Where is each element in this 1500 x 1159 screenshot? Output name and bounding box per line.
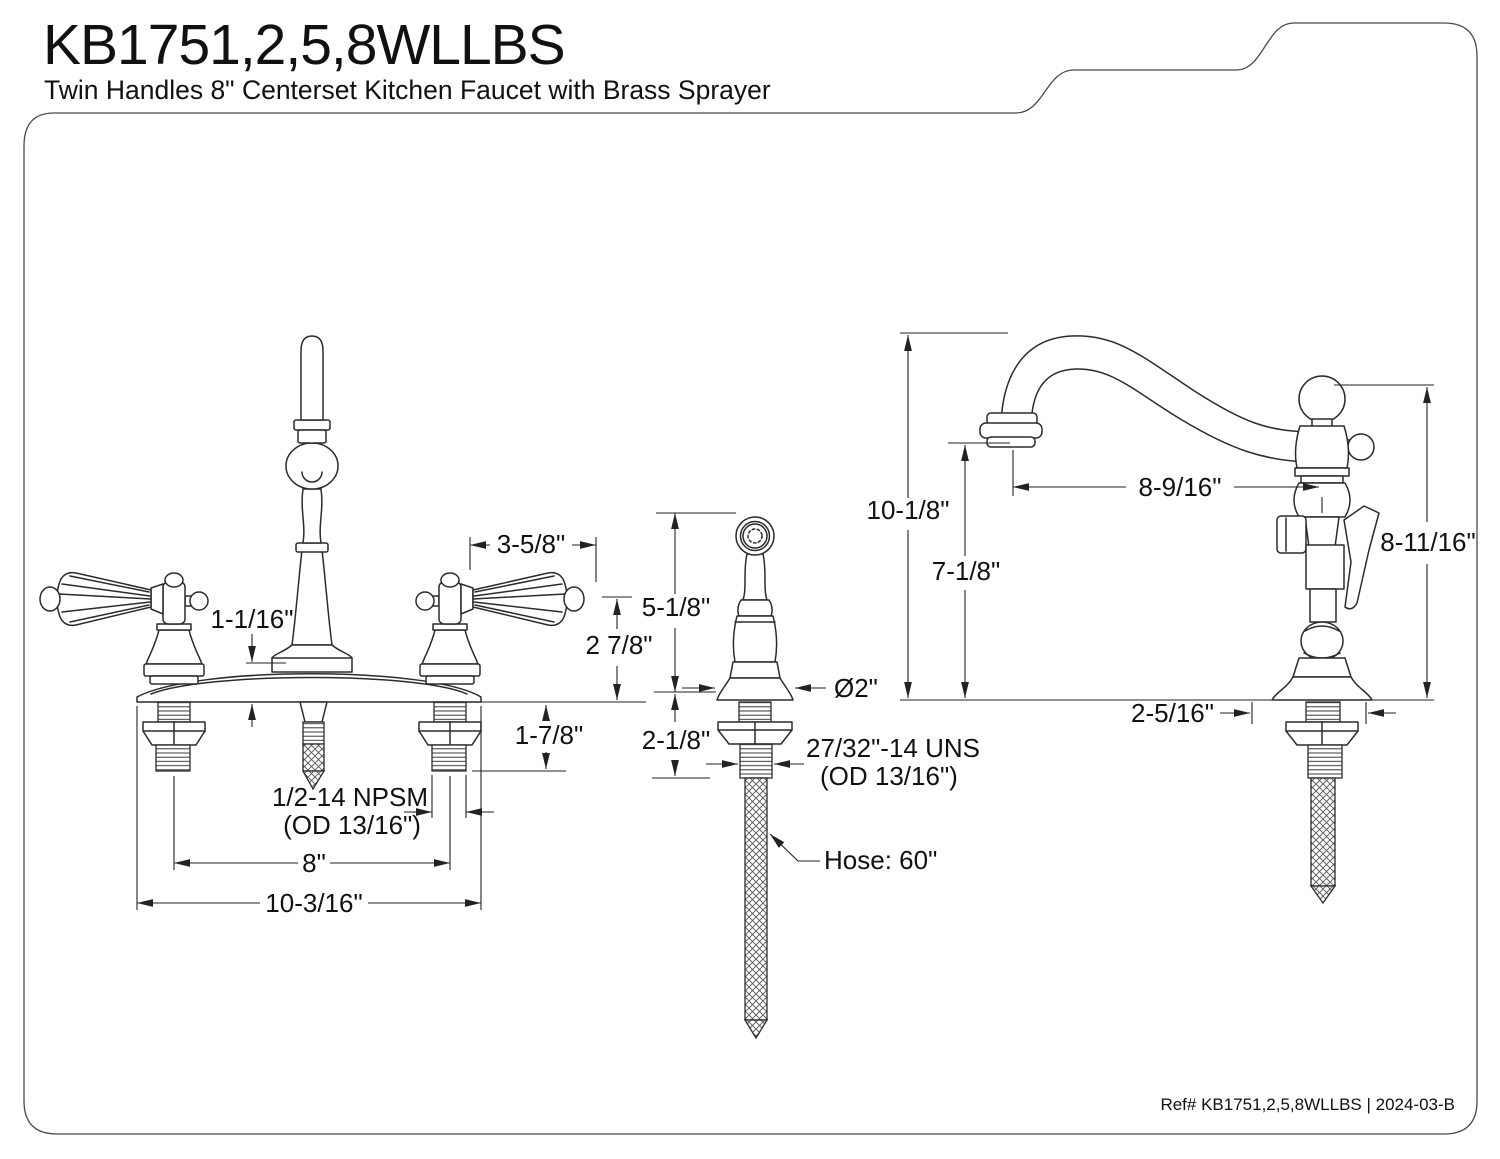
dim-hole-centers: 8" [302, 848, 326, 878]
lever-handle [39, 571, 209, 685]
sprayer-port [1276, 515, 1307, 554]
thread-spec-line2: (OD 13/16") [283, 810, 421, 840]
sprayer-hose-connector [299, 701, 328, 791]
side-view: 10-1/8" 7-1/8" 8-9/16" 8-11/16" 2-5/16" [867, 332, 1476, 905]
sprayer-body [716, 516, 794, 1040]
sprayer-head [735, 516, 775, 556]
dim-handle-span: 3-5/8" [497, 529, 566, 559]
diverter-lever [1343, 505, 1380, 610]
sprayer-view: 5-1/8" Ø2" 2-1/8" 27/32"-14 UNS (OD 13/1… [642, 512, 980, 1040]
dim-base-clearance: 1-1/16" [211, 604, 294, 634]
thread-spec-line1: 1/2-14 NPSM [272, 782, 428, 812]
front-view: 3-5/8" 1-1/16" 2 7/8" 1-7/8" 1/2-14 NPSM… [39, 335, 653, 918]
sprayer-dimensions: 5-1/8" Ø2" 2-1/8" 27/32"-14 UNS (OD 13/1… [642, 512, 980, 875]
deck-plate [136, 673, 482, 703]
page-subtitle: Twin Handles 8" Centerset Kitchen Faucet… [44, 75, 771, 105]
page-title: KB1751,2,5,8WLLBS [43, 13, 565, 77]
header: KB1751,2,5,8WLLBS Twin Handles 8" Center… [43, 13, 771, 105]
mounting-shank [142, 701, 206, 772]
side-view-dimensions: 10-1/8" 7-1/8" 8-9/16" 8-11/16" 2-5/16" [867, 332, 1476, 728]
dim-base-diameter: Ø2" [834, 673, 878, 703]
spout-column [271, 335, 353, 673]
dim-body-height: 8-11/16" [1380, 527, 1475, 557]
side-faucet [979, 335, 1380, 905]
dim-spout-height: 7-1/8" [932, 556, 1001, 586]
dim-shank-length: 1-7/8" [515, 720, 584, 750]
mounting-shank [418, 701, 482, 772]
sprayer-thread-line2: (OD 13/16") [820, 761, 958, 791]
dim-deck-width: 10-3/16" [265, 888, 362, 918]
hose-length-label: Hose: 60" [824, 845, 937, 875]
dim-overall-height: 10-1/8" [867, 495, 950, 525]
lever-handle [415, 571, 585, 685]
sprayer-hose [744, 777, 768, 1021]
dim-handle-height: 2 7/8" [585, 630, 652, 660]
paper-border [23, 22, 1478, 1135]
footer-reference: Ref# KB1751,2,5,8WLLBS | 2024-03-B [1160, 1095, 1455, 1114]
dim-sprayer-shank: 2-1/8" [642, 725, 711, 755]
sprayer-thread-line1: 27/32"-14 UNS [806, 733, 980, 763]
dim-base-width: 2-5/16" [1131, 698, 1214, 728]
front-view-dimensions: 3-5/8" 1-1/16" 2 7/8" 1-7/8" 1/2-14 NPSM… [136, 529, 653, 918]
dim-spout-reach: 8-9/16" [1139, 472, 1222, 502]
dim-sprayer-height: 5-1/8" [642, 592, 711, 622]
